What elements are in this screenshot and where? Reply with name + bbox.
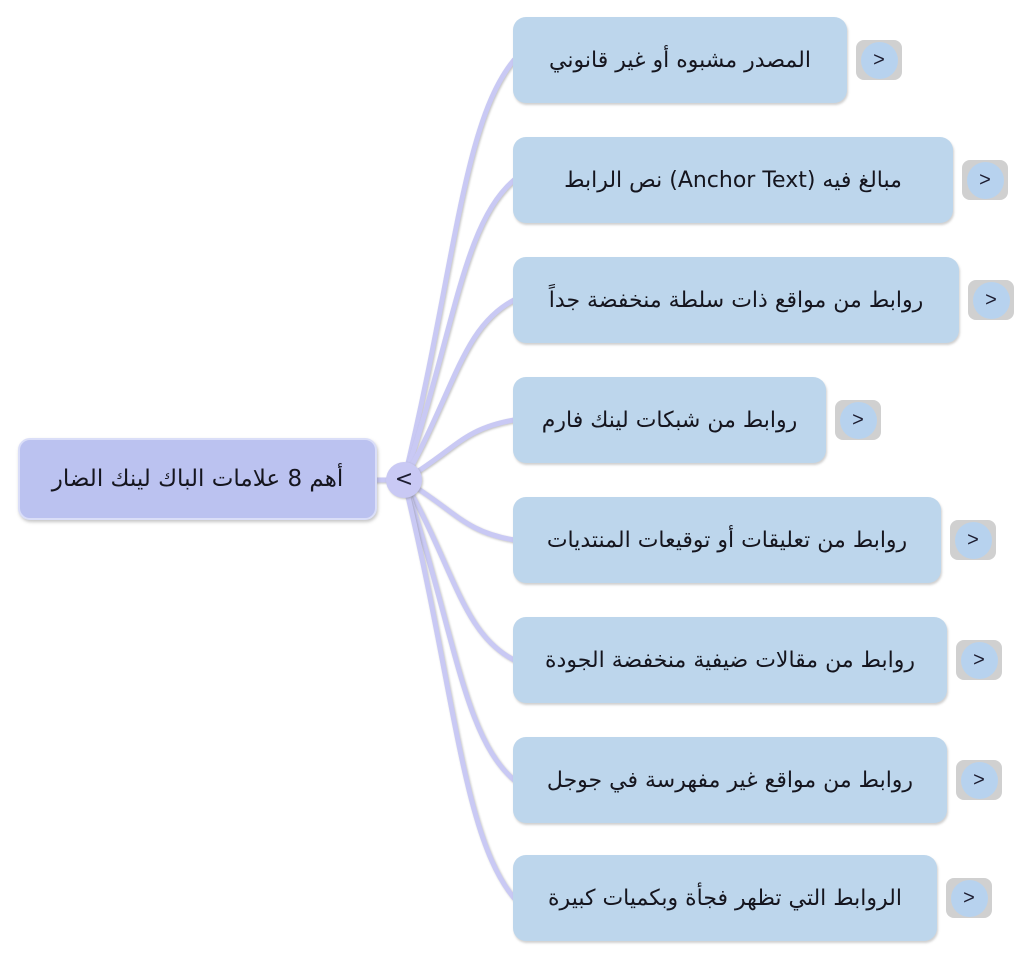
branch-row: الروابط التي تظهر فجأة وبكميات كبيرة >: [513, 855, 992, 941]
branch-topic[interactable]: روابط من مقالات ضيفية منخفضة الجودة: [513, 617, 947, 703]
branch-topic-label: روابط من مقالات ضيفية منخفضة الجودة: [545, 647, 915, 673]
branch-row: روابط من مقالات ضيفية منخفضة الجودة >: [513, 617, 1002, 703]
branch-topic-label: روابط من شبكات لينك فارم: [541, 407, 798, 433]
chevron-right-icon: >: [839, 401, 877, 439]
branch-topic[interactable]: مبالغ فيه (Anchor Text) نص الرابط: [513, 137, 953, 223]
root-collapse-toggle[interactable]: <: [386, 462, 422, 498]
branch-expand-toggle[interactable]: >: [950, 520, 996, 560]
branch-expand-toggle[interactable]: >: [856, 40, 902, 80]
branch-topic-label: الروابط التي تظهر فجأة وبكميات كبيرة: [548, 885, 902, 911]
branch-topic[interactable]: المصدر مشبوه أو غير قانوني: [513, 17, 847, 103]
branch-topic-label: روابط من مواقع غير مفهرسة في جوجل: [546, 767, 914, 793]
branch-expand-toggle[interactable]: >: [968, 280, 1014, 320]
branch-row: روابط من شبكات لينك فارم >: [513, 377, 881, 463]
branch-row: روابط من مواقع ذات سلطة منخفضة جداً >: [513, 257, 1014, 343]
branch-connector: [401, 477, 517, 901]
chevron-right-icon: >: [966, 161, 1004, 199]
chevron-right-icon: >: [972, 281, 1010, 319]
chevron-left-icon: <: [394, 467, 414, 492]
root-topic-label: أهم 8 علامات الباك لينك الضار: [51, 466, 344, 492]
branch-expand-toggle[interactable]: >: [956, 640, 1002, 680]
branch-row: روابط من مواقع غير مفهرسة في جوجل >: [513, 737, 1002, 823]
branch-row: روابط من تعليقات أو توقيعات المنتديات >: [513, 497, 996, 583]
branch-topic-label: روابط من مواقع ذات سلطة منخفضة جداً: [548, 287, 924, 313]
branch-row: مبالغ فيه (Anchor Text) نص الرابط >: [513, 137, 1008, 223]
branch-connector: [401, 477, 517, 783]
root-topic[interactable]: أهم 8 علامات الباك لينك الضار: [18, 438, 377, 520]
branch-topic-label: روابط من تعليقات أو توقيعات المنتديات: [546, 527, 908, 553]
chevron-right-icon: >: [860, 41, 898, 79]
branch-expand-toggle[interactable]: >: [962, 160, 1008, 200]
branch-topic-label: المصدر مشبوه أو غير قانوني: [549, 47, 811, 73]
chevron-right-icon: >: [960, 641, 998, 679]
branch-row: المصدر مشبوه أو غير قانوني >: [513, 17, 902, 103]
branch-connector: [401, 477, 517, 543]
branch-connector: [401, 477, 517, 663]
branch-topic[interactable]: روابط من مواقع غير مفهرسة في جوجل: [513, 737, 947, 823]
branch-expand-toggle[interactable]: >: [946, 878, 992, 918]
branch-topic[interactable]: روابط من شبكات لينك فارم: [513, 377, 826, 463]
branch-expand-toggle[interactable]: >: [835, 400, 881, 440]
branch-topic[interactable]: الروابط التي تظهر فجأة وبكميات كبيرة: [513, 855, 937, 941]
chevron-right-icon: >: [950, 879, 988, 917]
branch-connector: [401, 297, 517, 483]
chevron-right-icon: >: [960, 761, 998, 799]
branch-topic-label: مبالغ فيه (Anchor Text) نص الرابط: [564, 167, 902, 193]
branch-topic[interactable]: روابط من تعليقات أو توقيعات المنتديات: [513, 497, 941, 583]
branch-connector: [401, 177, 517, 483]
branch-expand-toggle[interactable]: >: [956, 760, 1002, 800]
chevron-right-icon: >: [954, 521, 992, 559]
branch-topic[interactable]: روابط من مواقع ذات سلطة منخفضة جداً: [513, 257, 959, 343]
branch-connector: [401, 57, 517, 483]
